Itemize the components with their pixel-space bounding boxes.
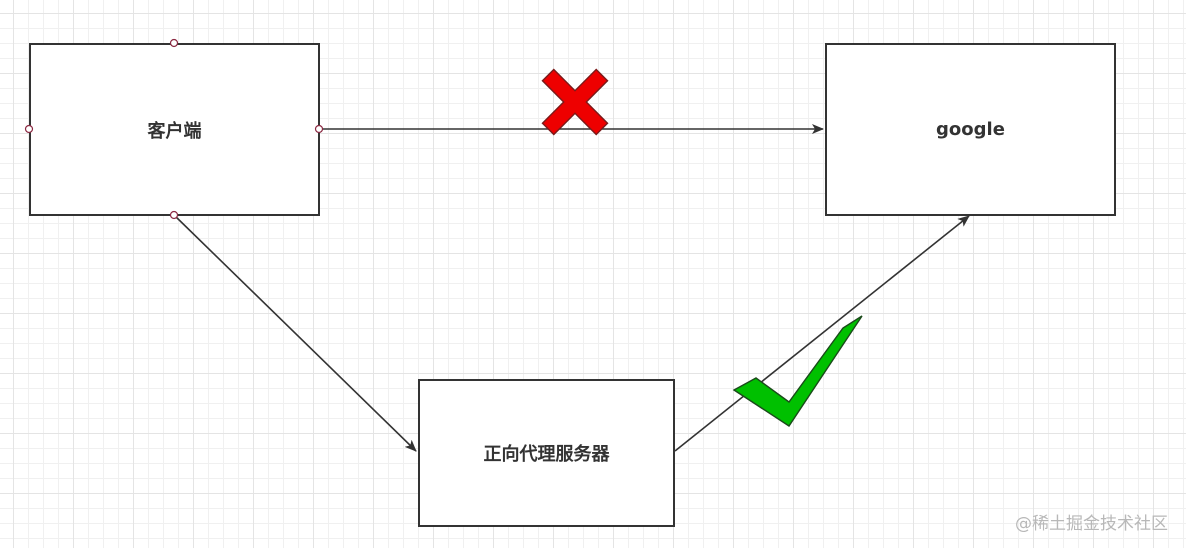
connection-point-top[interactable] bbox=[169, 38, 179, 48]
connection-point-bottom[interactable] bbox=[169, 210, 179, 220]
blocked-x-icon bbox=[541, 68, 609, 136]
connection-point-right[interactable] bbox=[314, 124, 324, 134]
client-node[interactable]: 客户端 bbox=[29, 43, 320, 216]
proxy-node[interactable]: 正向代理服务器 bbox=[418, 379, 675, 527]
watermark: @稀土掘金技术社区 bbox=[1015, 514, 1168, 534]
edge-client-to-proxy[interactable] bbox=[173, 214, 417, 452]
client-label: 客户端 bbox=[147, 120, 202, 142]
allowed-check-icon bbox=[732, 315, 863, 427]
google-node[interactable]: google bbox=[825, 43, 1116, 216]
google-label: google bbox=[936, 119, 1005, 140]
connection-point-left[interactable] bbox=[24, 124, 34, 134]
proxy-label: 正向代理服务器 bbox=[483, 444, 610, 465]
edge-proxy-to-google[interactable] bbox=[674, 215, 970, 452]
